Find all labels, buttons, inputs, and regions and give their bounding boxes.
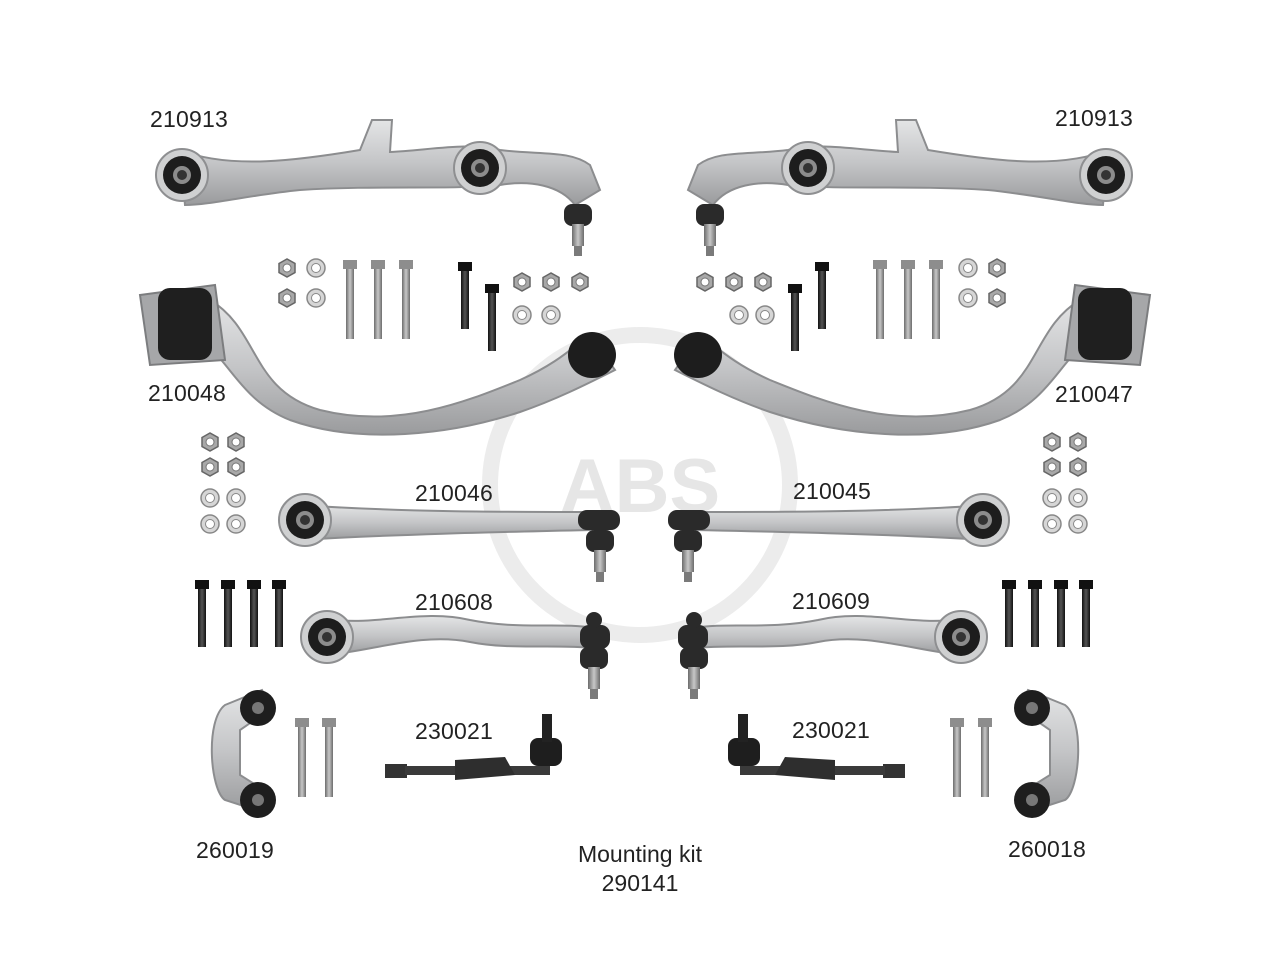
hardware-side-right (1042, 432, 1088, 534)
control-arm-top-right (686, 119, 1133, 256)
label-lower-left: 210608 (415, 589, 493, 615)
label-top-right: 210913 (1055, 105, 1133, 131)
control-arm-top-left (155, 119, 602, 256)
label-lower-right: 210609 (792, 588, 870, 614)
mounting-kit-caption: Mounting kit 290141 (540, 840, 740, 898)
steel-bolts-left (295, 718, 336, 797)
caption-line2: 290141 (601, 870, 679, 896)
label-tie-right: 230021 (792, 717, 870, 743)
label-link-right: 210045 (793, 478, 871, 504)
link-arm-left (278, 493, 620, 582)
hardware-top-right (696, 258, 1006, 351)
caption-line1: Mounting kit (577, 841, 702, 867)
lower-arm-right (678, 610, 988, 699)
black-bolts-right (1002, 580, 1093, 647)
link-arm-right (668, 493, 1010, 582)
stabilizer-link-right (1014, 688, 1080, 818)
label-stab-right: 260018 (1008, 836, 1086, 862)
label-stab-left: 260019 (196, 837, 274, 863)
label-mid-left: 210048 (148, 380, 226, 406)
label-link-left: 210046 (415, 480, 493, 506)
curved-arm-left (138, 283, 617, 436)
label-top-left: 210913 (150, 106, 228, 132)
stabilizer-link-left (210, 688, 276, 818)
tie-rod-right (728, 714, 905, 780)
hardware-side-left (200, 432, 246, 534)
label-tie-left: 230021 (415, 718, 493, 744)
hardware-top-left (278, 258, 589, 351)
black-bolts-left (195, 580, 286, 647)
label-mid-right: 210047 (1055, 381, 1133, 407)
steel-bolts-right (950, 718, 992, 797)
curved-arm-right (673, 283, 1152, 436)
lower-arm-left (300, 610, 610, 699)
tie-rod-left (385, 714, 562, 780)
